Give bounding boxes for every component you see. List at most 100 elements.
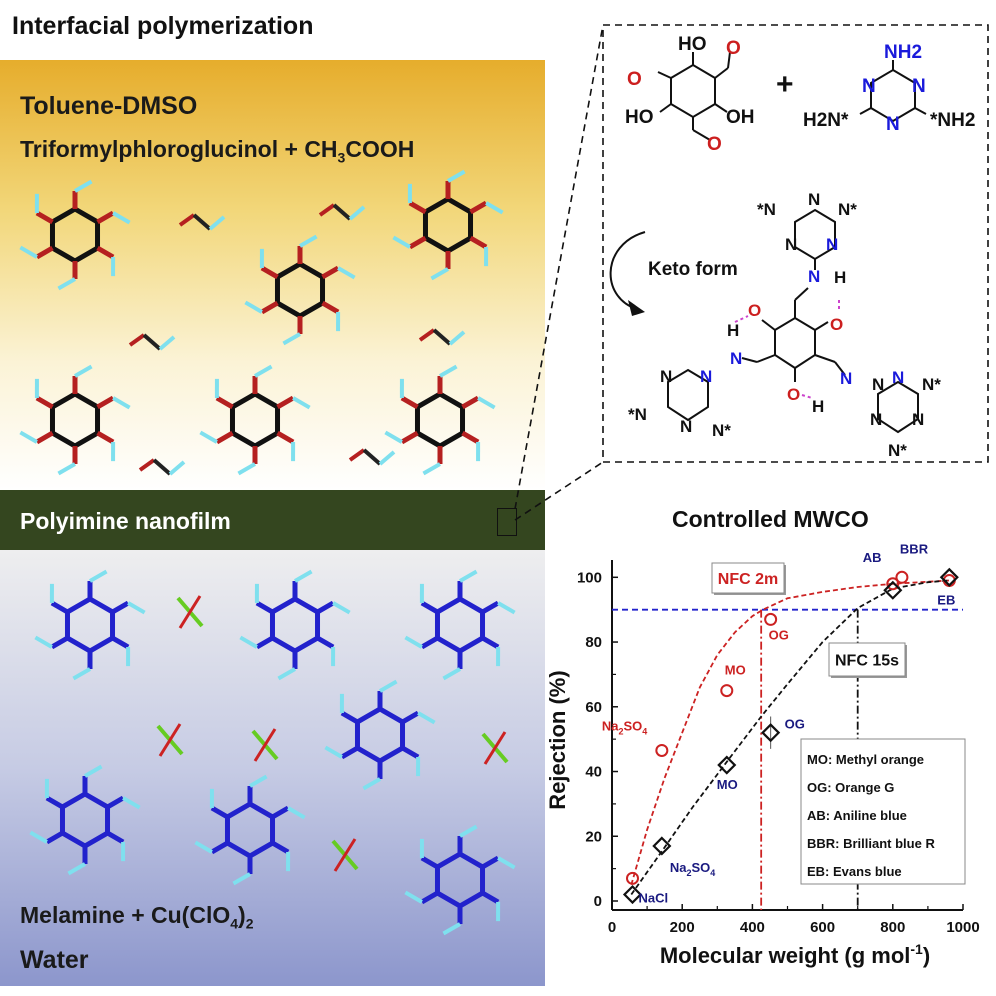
- bond: [420, 855, 439, 870]
- bond: [432, 328, 452, 346]
- bond: [253, 728, 277, 762]
- bond: [439, 364, 458, 378]
- fit-curve-nfc2m: [630, 579, 950, 886]
- bond: [178, 595, 202, 629]
- polyimine-nanofilm-band: [0, 490, 545, 552]
- legend-entry: BBR: Brilliant blue R: [807, 836, 935, 851]
- bond: [35, 430, 54, 445]
- data-point-nfc15s: [761, 723, 781, 743]
- data-point-nfc15s: [939, 567, 959, 587]
- bond: [332, 601, 351, 615]
- bond: [404, 890, 423, 904]
- bond: [112, 396, 131, 410]
- y-axis-label: Rejection (%): [545, 670, 570, 809]
- bond: [142, 333, 162, 351]
- reagent-text-tail: ): [238, 902, 246, 928]
- bond: [96, 395, 115, 410]
- bond: [348, 205, 366, 221]
- acetic-acid-molecule-icon: [348, 448, 396, 466]
- aqueous-reagents-label: Melamine + Cu(ClO4)2: [20, 902, 254, 932]
- organic-solvent-label: Toluene-DMSO: [20, 92, 198, 120]
- bond: [237, 462, 256, 476]
- bond: [45, 830, 64, 845]
- y-tick-label: 60: [585, 699, 602, 716]
- film-label: Polyimine nanofilm: [20, 508, 231, 534]
- bond: [497, 856, 516, 870]
- data-point-nfc2m: [625, 871, 639, 885]
- bond: [461, 395, 480, 410]
- bond: [168, 460, 186, 476]
- bond: [106, 830, 125, 845]
- bond: [50, 600, 69, 615]
- bond: [271, 805, 290, 820]
- x-tick-label: 600: [810, 919, 835, 936]
- bond: [337, 266, 356, 280]
- point-label: OG: [769, 627, 789, 642]
- bond: [271, 840, 290, 855]
- bond: [321, 265, 340, 280]
- bond: [340, 745, 359, 760]
- perchlorate-ion-icon: [331, 838, 359, 872]
- x-tick-label: 1000: [946, 919, 979, 936]
- bond: [34, 635, 53, 649]
- bond: [96, 430, 115, 445]
- bond: [128, 333, 146, 347]
- melamine-molecule-icon: [34, 569, 146, 681]
- y-tick-label: 0: [594, 893, 602, 910]
- bond: [287, 806, 306, 820]
- bond: [215, 395, 234, 410]
- tfp-molecule-icon: [19, 364, 131, 476]
- legend-entry: EB: Evans blue: [807, 864, 902, 879]
- legend-entry: MO: Methyl orange: [807, 752, 924, 767]
- bond: [459, 569, 478, 583]
- bond: [362, 448, 382, 466]
- x-tick-label: 400: [740, 919, 765, 936]
- acetic-acid-molecule-icon: [138, 458, 186, 476]
- bond: [74, 364, 93, 378]
- data-point-nfc2m: [895, 570, 909, 584]
- data-point-nfc15s: [883, 580, 903, 600]
- bond: [210, 805, 229, 820]
- bond: [255, 635, 274, 650]
- bond: [378, 450, 396, 466]
- bond: [57, 277, 76, 291]
- bond: [316, 600, 335, 615]
- bond: [111, 635, 130, 650]
- reagent-text-tail: COOH: [345, 136, 415, 162]
- bond: [249, 774, 268, 788]
- point-label: AB: [863, 550, 882, 565]
- bond: [260, 300, 279, 315]
- bond: [138, 458, 156, 472]
- bond: [276, 395, 295, 410]
- point-label: Na2SO4: [670, 860, 715, 878]
- fit-curve-nfc15s: [630, 579, 950, 896]
- bond: [50, 635, 69, 650]
- reagent-subscript: 2: [245, 915, 254, 932]
- bond: [459, 824, 478, 838]
- bond: [276, 430, 295, 445]
- x-axis-label: Molecular weight (g mol-1): [660, 941, 930, 968]
- y-tick-label: 20: [585, 828, 602, 845]
- melamine-molecule-icon: [194, 774, 306, 886]
- bond: [29, 830, 48, 844]
- bond: [96, 245, 115, 260]
- bond: [106, 795, 125, 810]
- bond: [244, 300, 263, 314]
- bond: [420, 600, 439, 615]
- bond: [477, 396, 496, 410]
- bond: [35, 395, 54, 410]
- bond: [324, 745, 343, 759]
- bond: [45, 795, 64, 810]
- reagent-text: Triformylphloroglucinol + CH: [20, 136, 338, 162]
- bond: [408, 200, 427, 215]
- bond: [384, 430, 403, 444]
- perchlorate-ion-icon: [176, 595, 204, 629]
- y-tick-label: 80: [585, 634, 602, 651]
- y-tick-label: 40: [585, 764, 602, 781]
- bond: [215, 430, 234, 445]
- bond: [417, 711, 436, 725]
- bond: [469, 235, 488, 250]
- bond: [239, 635, 258, 649]
- point-label: MO: [717, 777, 738, 792]
- bond: [122, 796, 141, 810]
